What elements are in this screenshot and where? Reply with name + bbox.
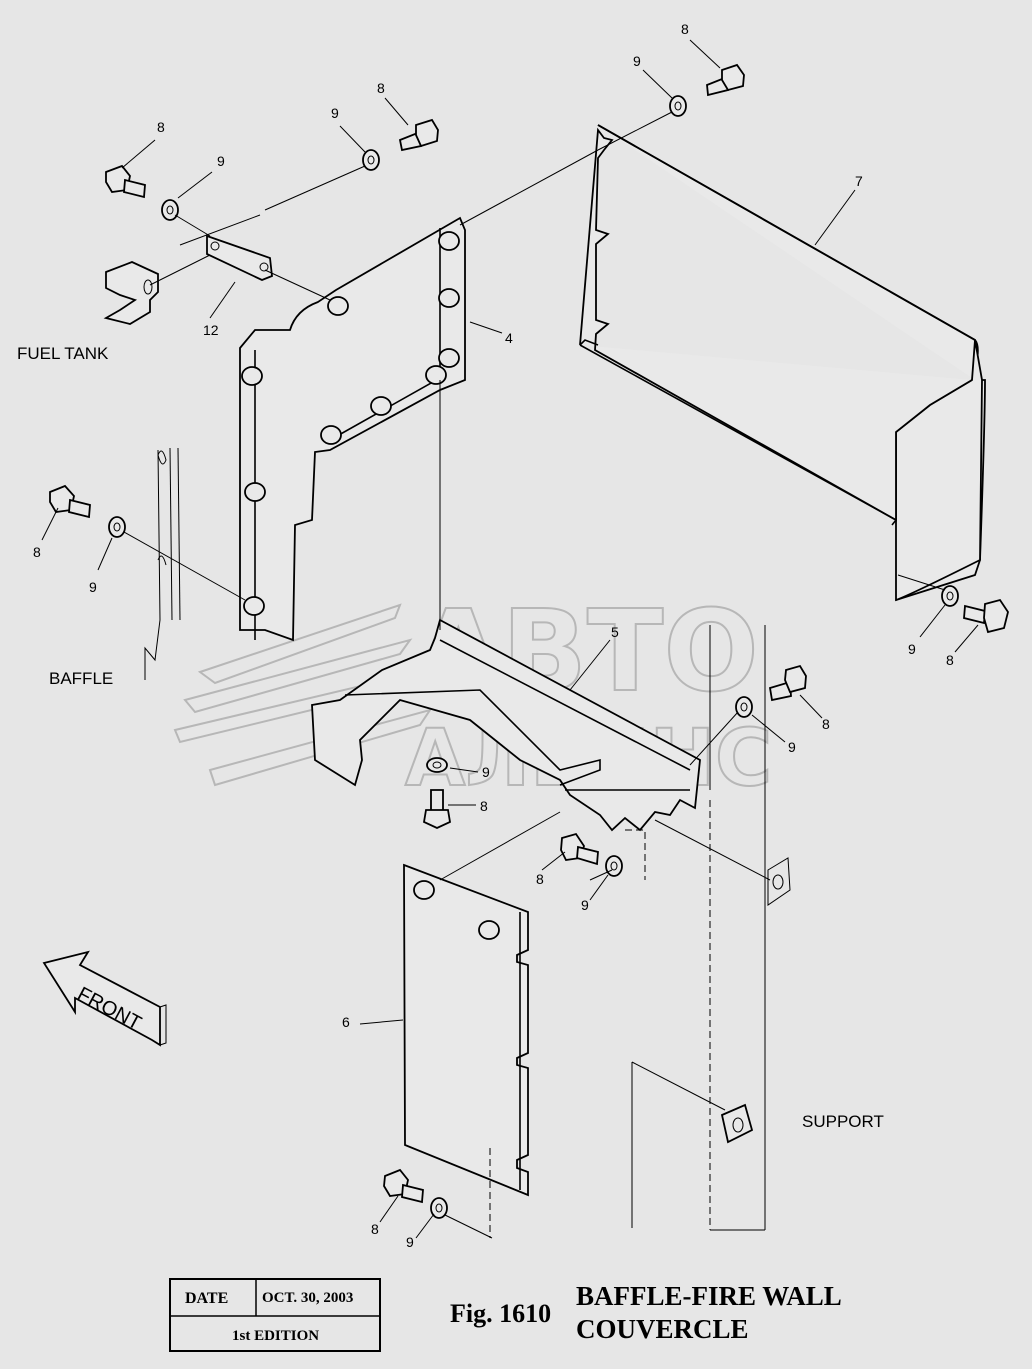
bolt-icon — [383, 1168, 424, 1204]
callout-8: 8 — [681, 21, 689, 37]
figure-subtitle: COUVERCLE — [576, 1314, 749, 1344]
callout-8: 8 — [822, 716, 830, 732]
callout-8: 8 — [536, 871, 544, 887]
bracket-part-5 — [311, 618, 701, 832]
washer-icon — [430, 1197, 448, 1219]
callout-numbers: 8 9 8 9 8 9 12 7 4 8 9 5 9 8 8 9 9 8 8 9… — [33, 21, 954, 1250]
figure-title: BAFFLE-FIRE WALL — [576, 1281, 842, 1311]
bolt-icon — [768, 664, 807, 702]
washer-icon — [941, 585, 959, 607]
washer-icon — [362, 149, 380, 171]
callout-8: 8 — [480, 798, 488, 814]
callout-8: 8 — [946, 652, 954, 668]
firewall-panel-part-7 — [579, 124, 986, 602]
callout-6: 6 — [342, 1014, 350, 1030]
callout-8: 8 — [157, 119, 165, 135]
fuel-tank-bracket — [103, 261, 159, 325]
callout-8: 8 — [377, 80, 385, 96]
baffle-label: BAFFLE — [49, 669, 113, 688]
callout-9: 9 — [908, 641, 916, 657]
callout-9: 9 — [331, 105, 339, 121]
callout-12: 12 — [203, 322, 219, 338]
callout-7: 7 — [855, 173, 863, 189]
clip-part-12 — [206, 234, 273, 281]
callout-8: 8 — [371, 1221, 379, 1237]
callout-9: 9 — [788, 739, 796, 755]
washer-icon — [161, 199, 179, 221]
callout-9: 9 — [581, 897, 589, 913]
washer-icon — [605, 855, 623, 877]
fuel-tank-label: FUEL TANK — [17, 344, 109, 363]
callout-9: 9 — [406, 1234, 414, 1250]
support-post — [489, 625, 791, 1238]
bolt-icon — [422, 789, 452, 829]
callout-8: 8 — [33, 544, 41, 560]
bolt-icon — [963, 598, 1009, 634]
washer-icon — [426, 757, 448, 773]
washer-icon — [735, 696, 753, 718]
bolt-icon — [49, 484, 91, 519]
callout-5: 5 — [611, 624, 619, 640]
bolt-icon — [105, 164, 146, 199]
washer-icon — [669, 95, 687, 117]
support-label: SUPPORT — [802, 1112, 884, 1131]
plate-part-6 — [403, 863, 529, 1197]
date-label: DATE — [185, 1290, 228, 1307]
bolt-icon — [560, 832, 599, 866]
callout-9: 9 — [482, 764, 490, 780]
bolt-icon — [706, 63, 745, 97]
callout-9: 9 — [633, 53, 641, 69]
edition-label: 1st EDITION — [232, 1328, 319, 1344]
leader-lines — [41, 39, 979, 1239]
callout-4: 4 — [505, 330, 513, 346]
washer-icon — [108, 516, 126, 538]
fasteners — [49, 63, 1009, 1219]
callout-9: 9 — [89, 579, 97, 595]
bracket-part-4 — [239, 216, 466, 642]
date-value: OCT. 30, 2003 — [262, 1290, 353, 1306]
callout-9: 9 — [217, 153, 225, 169]
title-block: DATE OCT. 30, 2003 1st EDITION Fig. 1610… — [169, 1278, 842, 1352]
bolt-icon — [398, 118, 439, 152]
figure-number: Fig. 1610 — [450, 1299, 551, 1328]
baffle-outline — [144, 447, 181, 680]
